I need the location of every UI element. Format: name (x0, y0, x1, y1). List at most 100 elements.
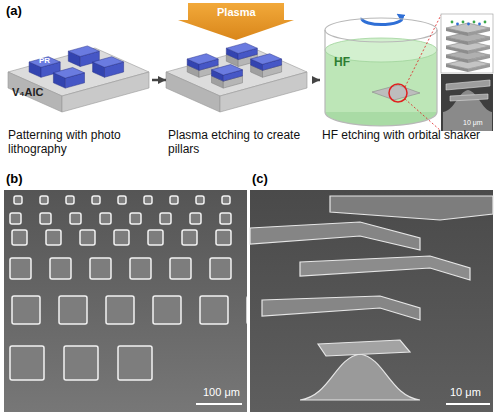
beaker-rim (325, 18, 437, 42)
step-caption: Patterning with photo lithography (8, 128, 142, 157)
panel-letter: (b) (6, 172, 23, 186)
pillar-square (196, 196, 204, 204)
beaker-wall (324, 30, 325, 112)
scale-label: 10 μm (450, 386, 481, 398)
beaker-base (325, 112, 437, 126)
step-caption: Plasma etching to create pillars (168, 128, 310, 157)
pillar-square (70, 213, 81, 224)
mxene-layer-side (446, 28, 468, 36)
pillar-grid (10, 196, 247, 380)
panel-letter: (a) (6, 4, 22, 18)
photoresist-block (68, 46, 99, 57)
surface-group (467, 23, 470, 26)
mxene-layer-side (468, 64, 490, 72)
pillar-square (92, 196, 100, 204)
mxene-layer-side (468, 55, 490, 63)
inset-flakes (446, 80, 490, 101)
pillar-square (10, 346, 44, 380)
sample-plate (372, 85, 420, 100)
pillar-square (216, 230, 231, 245)
pillar-square (222, 196, 230, 204)
pillar-square (220, 213, 231, 224)
pillar-square (114, 230, 129, 245)
pillar-mound (300, 354, 420, 400)
pillar-square (12, 296, 40, 324)
photoresist-block (29, 57, 60, 68)
process-step: HF etching with orbital shaker (320, 40, 497, 142)
photoresist-block (226, 43, 257, 54)
photoresist-block (187, 54, 218, 65)
substrate-group (166, 43, 307, 112)
pillar-square (160, 213, 171, 224)
pillar-square (170, 258, 191, 279)
pillar-square (200, 296, 228, 324)
layer-stack (446, 21, 490, 72)
mxene-layer-side (468, 28, 490, 36)
scale-bar (446, 403, 490, 405)
surface-group (473, 21, 476, 24)
process-arrow (152, 79, 166, 82)
pillar-square (40, 213, 51, 224)
material-label: PR (39, 57, 50, 66)
chemical-label: HF (334, 56, 350, 69)
process-arrow (312, 79, 320, 82)
photoresist-block (93, 57, 124, 68)
photoresist-block (251, 54, 282, 65)
platelets (250, 196, 493, 400)
platelet (262, 296, 420, 320)
panel-letter: (c) (252, 172, 268, 186)
beaker-wall (436, 30, 437, 112)
rotation-arrow (362, 16, 402, 25)
pillar-square (106, 296, 134, 324)
surface-group (456, 23, 459, 26)
mxene-layer-side (446, 64, 468, 72)
photoresist-block (53, 68, 84, 79)
pillar-square (90, 258, 111, 279)
photoresist-block (212, 65, 243, 76)
step-caption: HF etching with orbital shaker (322, 128, 493, 142)
pillar-square (144, 196, 152, 204)
pillar-square (190, 213, 201, 224)
platelet (300, 256, 470, 280)
substrate-group (8, 46, 149, 112)
zoom-circle (389, 84, 407, 102)
mxene-layer-side (468, 46, 490, 54)
scale-label: 10 μm (463, 119, 483, 127)
scale-label: 100 μm (203, 386, 240, 398)
sem-image (250, 190, 493, 412)
platelet (330, 196, 493, 220)
pillar-square (118, 196, 126, 204)
pillar-square (10, 258, 31, 279)
pillar-square (10, 213, 21, 224)
pillar-square (118, 346, 152, 380)
material-label: V₄AlC (12, 86, 44, 98)
pillar-square (153, 296, 181, 324)
substrate-shift (166, 48, 307, 112)
mxene-layer-side (446, 55, 468, 63)
pillar-square (46, 230, 61, 245)
mxene-layer-side (446, 37, 468, 45)
process-label: Plasma (217, 6, 256, 18)
surface-group (451, 21, 454, 24)
surface-group (462, 21, 465, 24)
pillar-square (148, 230, 163, 245)
zoom-line (405, 15, 441, 87)
pillar-square (182, 230, 197, 245)
substrate-side (62, 72, 149, 112)
pillar-square (40, 196, 48, 204)
pillar-square (170, 196, 178, 204)
process-step: Patterning with photo lithography (4, 40, 152, 157)
surface-group (484, 21, 487, 24)
pillar-square (210, 258, 231, 279)
pillar-square (59, 296, 87, 324)
pillar-square (12, 230, 27, 245)
inset-sem (441, 74, 493, 131)
plasma-arrow (178, 3, 294, 40)
mxene-layer-side (468, 37, 490, 45)
pillar-square (100, 213, 111, 224)
pillar-square (14, 196, 22, 204)
mxene-layer-side (446, 46, 468, 54)
